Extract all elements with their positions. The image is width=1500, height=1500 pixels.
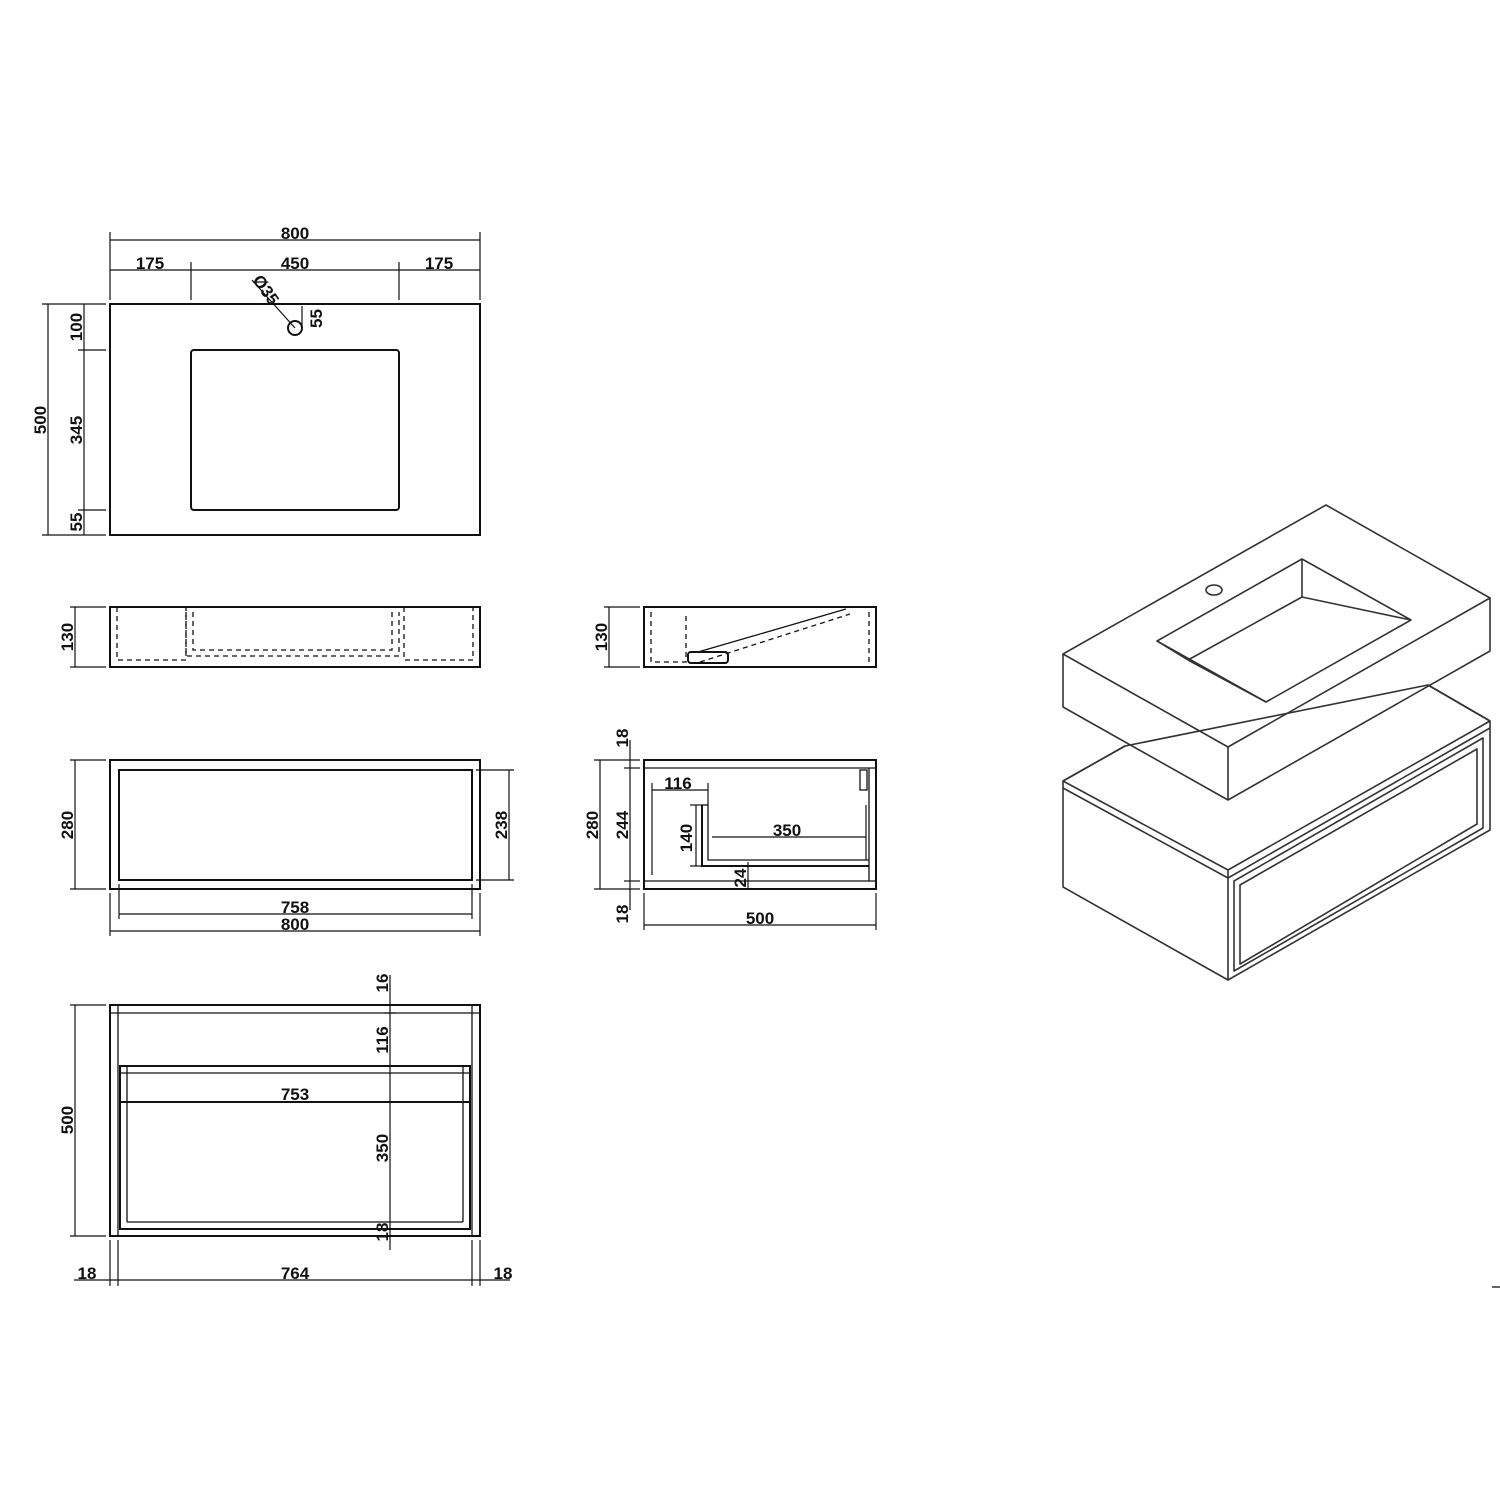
dim-drawer-offset: 116 [664, 774, 691, 793]
iso-tap-hole-icon [1205, 584, 1223, 596]
dim-cabinet-front-height: 280 [58, 811, 77, 839]
iso-bowl-rim [1156, 558, 1412, 703]
cabinet-side-section: 116 350 140 24 18 280 244 18 500 [583, 729, 877, 930]
dim-cabinet-width: 800 [281, 915, 309, 934]
dim-top-depth-back: 100 [67, 313, 86, 341]
dim-side-left: 18 [78, 1264, 97, 1283]
dim-plan-inner-width: 764 [281, 1264, 310, 1283]
dim-cabinet-side-depth: 500 [746, 909, 774, 928]
dim-plan-drawer-width: 753 [281, 1085, 309, 1104]
dim-basin-side-height: 130 [592, 623, 611, 651]
dim-back-panel: 16 [373, 974, 392, 993]
basin-front-outline [109, 606, 481, 668]
dim-cabinet-inner-width: 758 [281, 898, 309, 917]
dim-plan-drawer-depth: 350 [373, 1134, 392, 1162]
drain-icon [687, 651, 729, 664]
dim-top-depth-front: 55 [67, 513, 86, 532]
dim-top-depth-basin: 345 [67, 416, 86, 444]
dim-top-width-total: 800 [281, 224, 309, 243]
basin-front-section: 130 [58, 606, 481, 668]
dim-top-width-right: 175 [425, 254, 453, 273]
dim-cabinet-side-inner-height: 244 [613, 810, 632, 839]
cabinet-plan-outline [109, 1004, 481, 1237]
dim-side-right: 18 [494, 1264, 513, 1283]
basin-top-view: 800 175 450 175 Ø35 55 500 100 345 55 [31, 224, 481, 536]
dim-drawer-bottom: 24 [731, 868, 750, 887]
isometric-view [1062, 504, 1491, 981]
dim-top-width-left: 175 [136, 254, 164, 273]
cabinet-front-outline [109, 759, 481, 890]
dim-drawer-height: 140 [677, 824, 696, 852]
dim-basin-front-height: 130 [58, 623, 77, 651]
dim-cabinet-plan-depth: 500 [58, 1106, 77, 1134]
basin-top-outline [109, 303, 481, 536]
dim-drawer-back-gap: 116 [373, 1026, 392, 1053]
iso-drawer-front [1233, 737, 1484, 972]
dim-front-panel: 18 [373, 1223, 392, 1242]
dim-top-width-basin: 450 [281, 254, 309, 273]
basin-side-outline [643, 606, 877, 668]
dim-hole-offset: 55 [307, 309, 326, 328]
dim-top-depth-total: 500 [31, 406, 50, 434]
dim-top-panel: 18 [613, 729, 632, 748]
basin-bowl-outline [190, 349, 400, 511]
dim-cabinet-inner-height: 238 [492, 811, 511, 839]
cabinet-side-outline [643, 759, 877, 890]
basin-side-section: 130 [592, 606, 877, 668]
dim-bottom-panel: 18 [613, 905, 632, 924]
drawer-front-outline [118, 769, 473, 881]
cabinet-front-view: 280 238 758 800 [58, 759, 514, 936]
cabinet-plan-view: 16 116 350 18 753 500 18 764 18 [58, 974, 512, 1286]
iso-cabinet-top [1062, 684, 1491, 871]
dim-cabinet-side-height: 280 [583, 811, 602, 839]
iso-basin-top [1062, 504, 1491, 748]
dim-drawer-depth: 350 [773, 821, 801, 840]
